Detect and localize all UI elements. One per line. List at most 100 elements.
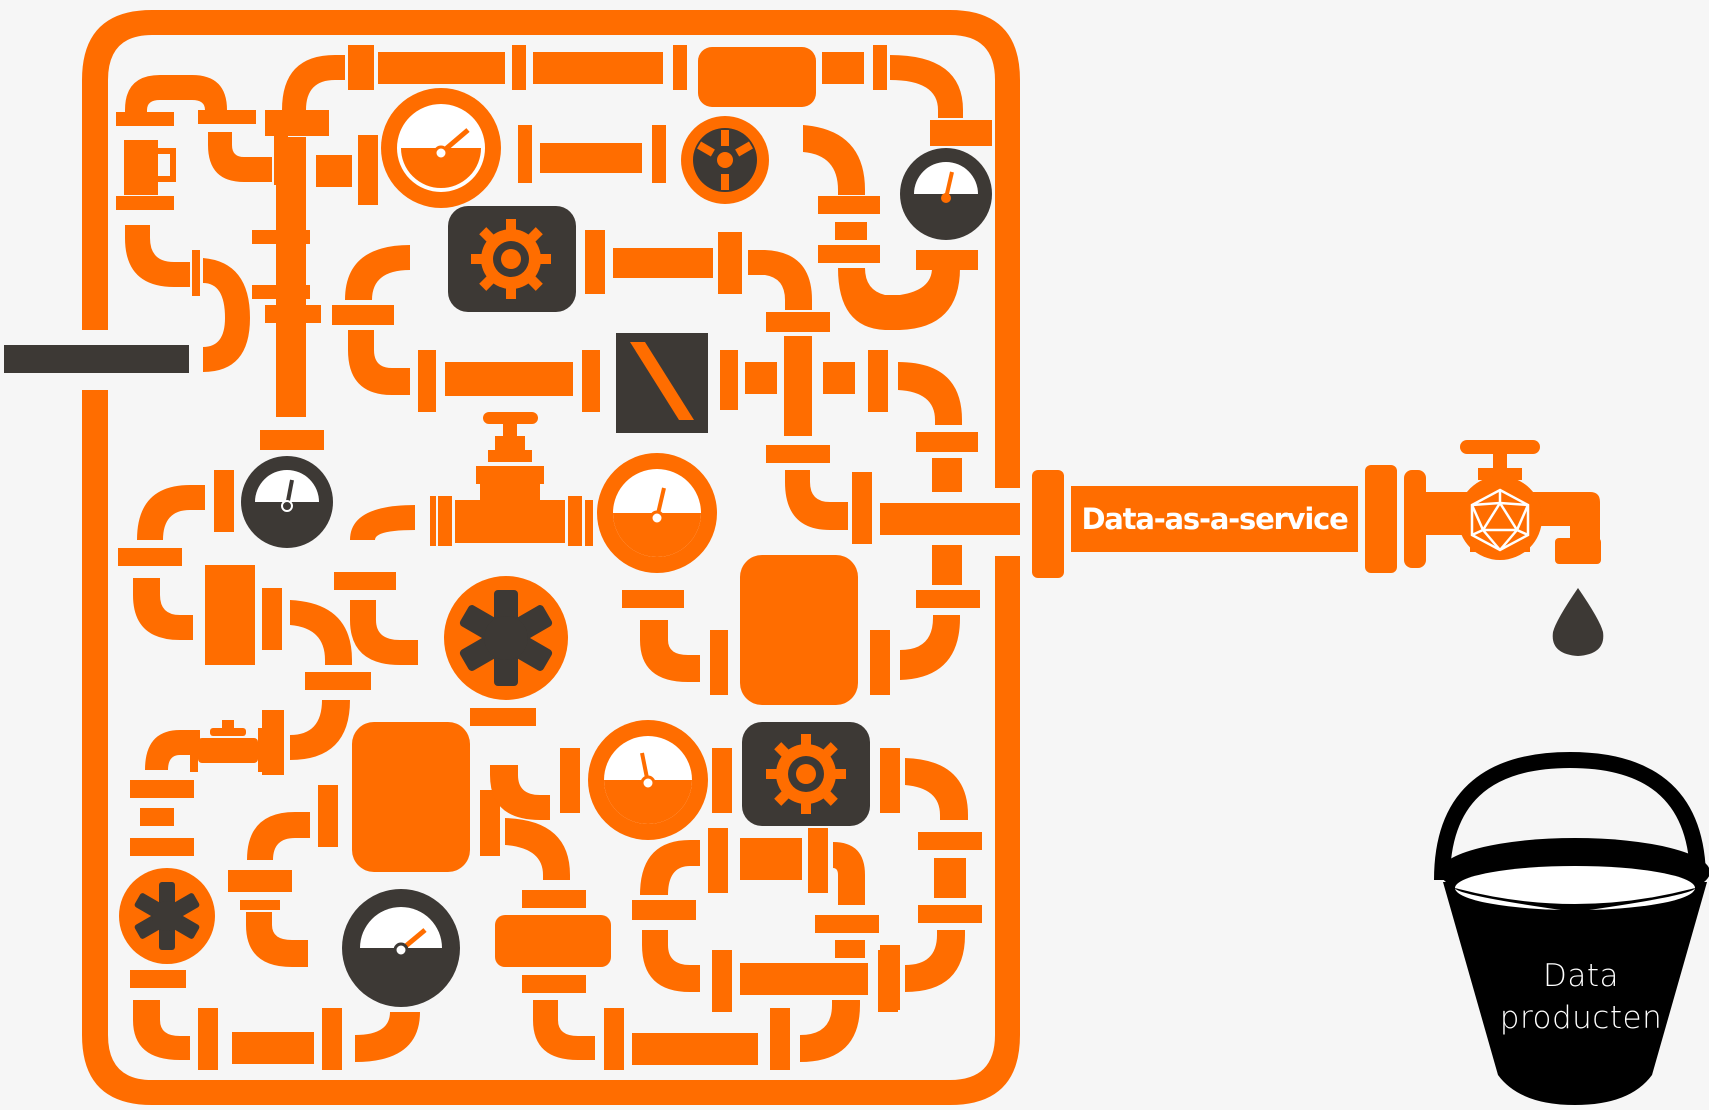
pipe-joint (262, 710, 284, 775)
pipe-joint (318, 785, 338, 847)
pipe-joint (214, 470, 234, 532)
pipe-joint (712, 950, 732, 1012)
pipe-joint (116, 112, 174, 126)
tank (740, 555, 858, 705)
pipe-joint (652, 125, 666, 183)
pipe-joint (130, 970, 186, 988)
straight-pipe (740, 838, 802, 880)
pipe-joint (766, 312, 830, 332)
inlet-pipe (4, 345, 189, 373)
pipe-joint (265, 110, 329, 136)
elbow-pipe (345, 245, 410, 300)
pipe-flange (1365, 465, 1397, 573)
elbow-pipe (803, 125, 865, 195)
pipe-joint (316, 155, 352, 187)
straight-pipe (880, 503, 1020, 535)
elbow-pipe (137, 485, 205, 540)
pipe-joint (522, 975, 586, 993)
elbow-pipe (748, 250, 812, 310)
pipe-joint (265, 305, 321, 323)
pressure-gauge-icon (597, 453, 717, 573)
valve-stem (476, 466, 544, 484)
elbow-pipe (900, 615, 960, 680)
pipe-joint (632, 900, 696, 920)
pipe-joint (916, 250, 978, 270)
pipe-joint (815, 915, 879, 933)
straight-pipe (533, 52, 663, 84)
elbow-pipe (348, 330, 410, 395)
pipe-joint (708, 828, 728, 893)
tank (698, 47, 816, 107)
elbow-pipe (203, 258, 250, 372)
pipe-joint (916, 432, 978, 452)
pipe-joint (512, 45, 526, 90)
pipe-joint (720, 350, 738, 410)
pipe-joint (823, 362, 855, 394)
elbow-pipe (145, 730, 200, 770)
pipe-joint (470, 708, 536, 726)
elbow-pipe (350, 600, 418, 665)
pipe-joint (868, 350, 888, 412)
valve-stem (170, 148, 176, 182)
straight-pipe (378, 52, 505, 84)
pipe-joint (518, 125, 532, 183)
bucket-label-line: Data (1542, 958, 1620, 994)
pipe-joint (918, 832, 982, 850)
elbow-pipe (125, 225, 190, 287)
pipe-joint (438, 496, 452, 546)
valve-body (455, 484, 565, 543)
pipe-joint (712, 748, 732, 813)
pipe-joint (770, 1008, 790, 1070)
pipe-joint (932, 458, 962, 492)
valve-stem (503, 422, 517, 436)
valve-wheel-icon (681, 116, 769, 204)
pipe-joint (560, 748, 580, 813)
elbow-pipe (350, 505, 415, 540)
elbow-pipe (640, 840, 700, 895)
elbow-pipe (533, 1000, 595, 1060)
pipe-joint (262, 588, 282, 650)
gear-icon (448, 206, 576, 312)
pipe-joint (710, 630, 728, 695)
valve-stem (158, 176, 172, 182)
pressure-gauge-icon (588, 720, 708, 840)
icosahedron-icon (1470, 488, 1530, 552)
pipe-joint (418, 350, 436, 412)
pipe-joint (258, 728, 266, 772)
elbow-pipe (905, 758, 968, 820)
pipe-joint (585, 230, 605, 294)
pipe-joint (818, 245, 880, 263)
pipe-joint (835, 940, 865, 958)
pipe-joint (305, 672, 371, 690)
pipe-joint (116, 196, 174, 210)
bucket-label: Data producten (1468, 955, 1694, 1039)
pipe-joint (190, 730, 198, 772)
outlet-pipe (1071, 486, 1358, 552)
elbow-pipe (490, 765, 550, 820)
straight-pipe (445, 362, 573, 396)
valve-stem (222, 720, 234, 730)
pipe-joint (873, 45, 887, 90)
elbow-pipe (833, 842, 865, 905)
tank (495, 915, 611, 967)
valve-stem (488, 450, 532, 462)
pressure-gauge-icon (241, 456, 333, 548)
pipe-joint (480, 790, 500, 856)
faucet-icon (1426, 440, 1601, 564)
straight-pipe (613, 248, 713, 278)
pipe-joint (934, 858, 966, 898)
elbow-pipe (208, 132, 272, 182)
elbow-pipe (890, 55, 963, 118)
valve-wheel (483, 412, 538, 424)
elbow-pipe (505, 818, 570, 880)
pipe-joint (932, 545, 962, 585)
valve-body (198, 738, 258, 763)
pipe-joint (852, 472, 872, 544)
pipe-joint (240, 900, 280, 910)
elbow-pipe (800, 1000, 860, 1062)
bucket-label-line: producten (1499, 1000, 1663, 1036)
elbow-pipe (905, 930, 965, 992)
pipe-joint (252, 285, 310, 299)
